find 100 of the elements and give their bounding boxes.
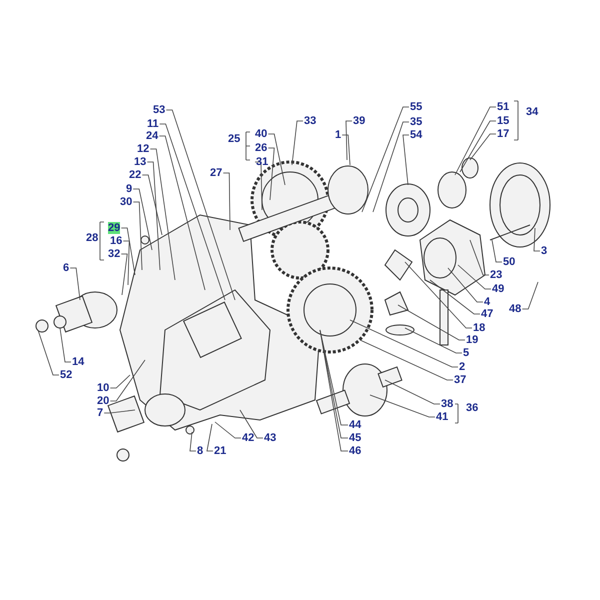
callout-number: 50 bbox=[503, 256, 516, 268]
leader-line bbox=[346, 120, 352, 160]
callout-number: 14 bbox=[72, 356, 84, 368]
callout-number: 27 bbox=[210, 167, 222, 179]
callout-number: 15 bbox=[497, 115, 510, 127]
callout-number: 54 bbox=[410, 129, 422, 141]
leader-line bbox=[268, 134, 286, 186]
leader-line bbox=[190, 432, 196, 452]
callout-number: 23 bbox=[490, 269, 502, 281]
callout-number: 49 bbox=[492, 283, 504, 295]
leader-line bbox=[132, 202, 142, 270]
callout-number: 38 bbox=[441, 398, 454, 410]
callout-number: 16 bbox=[110, 235, 122, 247]
leader-line bbox=[362, 106, 410, 212]
leader-line bbox=[120, 228, 136, 276]
callout-number: 47 bbox=[481, 308, 494, 320]
leader-line bbox=[404, 328, 462, 354]
leader-line bbox=[370, 394, 436, 418]
group-number: 25 bbox=[228, 133, 240, 145]
callout-number: 21 bbox=[214, 445, 226, 457]
callout-number: 3 bbox=[541, 245, 548, 257]
leader-line bbox=[104, 410, 136, 414]
leader-line bbox=[402, 134, 410, 186]
callout-number: 41 bbox=[436, 411, 448, 423]
leader-line bbox=[458, 264, 492, 290]
leader-line bbox=[384, 380, 440, 404]
callout-number: 42 bbox=[242, 432, 254, 444]
group-number: 34 bbox=[526, 106, 538, 118]
callout-number: 46 bbox=[349, 445, 362, 457]
callout-number: 29 bbox=[108, 222, 120, 234]
callout-number: 33 bbox=[304, 115, 316, 127]
leader-line bbox=[146, 162, 160, 270]
callout-number: 6 bbox=[63, 262, 70, 274]
leader-line bbox=[166, 110, 236, 300]
callout-number: 30 bbox=[120, 196, 132, 208]
leader-line bbox=[70, 268, 80, 300]
leader-line bbox=[398, 304, 466, 340]
callout-number: 26 bbox=[255, 142, 268, 154]
leader-line bbox=[470, 134, 496, 160]
group-number: 36 bbox=[466, 402, 478, 414]
callout-number: 2 bbox=[459, 361, 466, 373]
leader-line bbox=[110, 374, 130, 388]
leader-line bbox=[158, 136, 206, 290]
callout-number: 31 bbox=[256, 156, 268, 168]
leader-line bbox=[404, 262, 472, 328]
leader-line bbox=[122, 240, 130, 286]
callout-number: 12 bbox=[137, 143, 150, 155]
callout-number: 9 bbox=[126, 183, 132, 195]
leader-line bbox=[268, 148, 275, 200]
leader-line bbox=[222, 172, 230, 230]
callout-number: 11 bbox=[147, 118, 159, 130]
callout-number: 18 bbox=[473, 322, 486, 334]
group-number: 28 bbox=[86, 232, 98, 244]
leader-line bbox=[534, 228, 540, 252]
callout-number: 44 bbox=[349, 419, 362, 431]
leader-line bbox=[159, 124, 226, 300]
leader-line bbox=[454, 106, 496, 176]
leader-line bbox=[342, 134, 350, 166]
callout-number: 1 bbox=[335, 129, 342, 141]
leader-line bbox=[254, 162, 262, 210]
callout-number: 45 bbox=[349, 432, 362, 444]
callout-number: 20 bbox=[97, 395, 110, 407]
callout-number: 4 bbox=[484, 296, 490, 308]
callout-number: 8 bbox=[197, 445, 204, 457]
callout-number: 43 bbox=[264, 432, 276, 444]
leader-line bbox=[430, 280, 480, 314]
leader-line bbox=[214, 422, 242, 438]
callout-number: 51 bbox=[497, 101, 510, 113]
callout-number: 35 bbox=[410, 116, 422, 128]
callout-number: 48 bbox=[509, 303, 522, 315]
leader-line bbox=[206, 424, 214, 452]
callout-number: 5 bbox=[463, 347, 470, 359]
callout-number: 17 bbox=[497, 128, 510, 140]
callout-number: 32 bbox=[108, 248, 120, 260]
callout-number: 19 bbox=[466, 334, 478, 346]
leader-line bbox=[150, 148, 176, 280]
callout-number: 53 bbox=[153, 104, 166, 116]
callout-number: 22 bbox=[129, 169, 142, 181]
leader-line bbox=[460, 120, 496, 172]
leader-line bbox=[110, 360, 146, 402]
callout-number: 7 bbox=[97, 407, 104, 419]
leader-line bbox=[38, 330, 60, 376]
callout-number: 37 bbox=[454, 374, 466, 386]
leader-line bbox=[132, 188, 152, 250]
callout-number: 52 bbox=[60, 369, 72, 381]
leader-line bbox=[492, 240, 502, 262]
callout-number: 55 bbox=[410, 101, 422, 113]
callout-number: 13 bbox=[134, 156, 146, 168]
callout-number: 10 bbox=[97, 382, 110, 394]
leader-line bbox=[60, 328, 72, 362]
leader-line bbox=[448, 268, 484, 302]
callout-number: 24 bbox=[146, 130, 158, 142]
leader-line bbox=[240, 410, 264, 438]
callout-number: 40 bbox=[255, 128, 268, 140]
leader-line bbox=[292, 120, 304, 166]
leader-line bbox=[142, 174, 162, 236]
leader-line bbox=[372, 122, 410, 212]
leader-line bbox=[120, 254, 128, 296]
callout-number: 39 bbox=[353, 115, 366, 127]
leader-line bbox=[522, 282, 538, 310]
